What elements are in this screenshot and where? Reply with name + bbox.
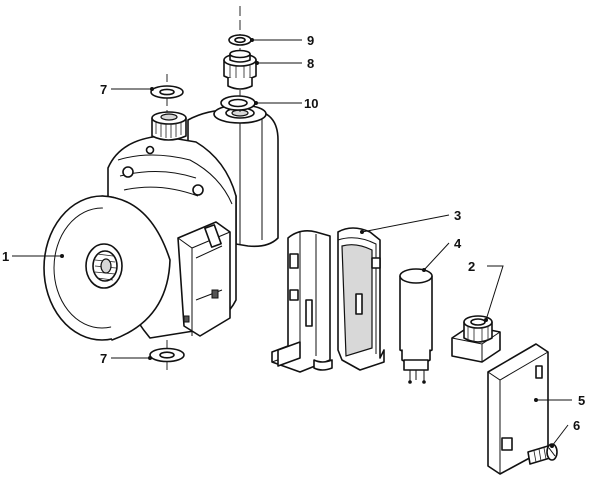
callout-1: 1	[2, 249, 9, 264]
washer-part-7-top	[150, 74, 184, 112]
capacitor-part-4	[399, 268, 433, 384]
washer-part-9	[228, 34, 252, 46]
capacitor-housing-left-half	[271, 230, 333, 373]
top-fittings	[220, 6, 257, 112]
callout-2: 2	[468, 259, 475, 274]
screw-part-6	[527, 443, 558, 465]
callout-4: 4	[454, 236, 462, 251]
washer-part-7-bottom	[149, 340, 185, 374]
callout-10: 10	[304, 96, 318, 111]
callout-8: 8	[307, 56, 314, 71]
callout-7-bottom: 7	[100, 351, 107, 366]
washer-part-10	[220, 95, 256, 111]
callout-7-top: 7	[100, 82, 107, 97]
capacitor-housing-right-half	[337, 227, 385, 371]
callout-numbers: 1 2 3 4 5 6 7 7 8 9 10	[2, 33, 585, 433]
pump-housing	[43, 104, 279, 341]
union-nut-part-8	[223, 49, 257, 90]
cable-gland-part-2	[451, 315, 501, 363]
callout-5: 5	[578, 393, 585, 408]
callout-9: 9	[307, 33, 314, 48]
leader-lines	[12, 38, 572, 448]
callout-3: 3	[454, 208, 461, 223]
callout-6: 6	[573, 418, 580, 433]
